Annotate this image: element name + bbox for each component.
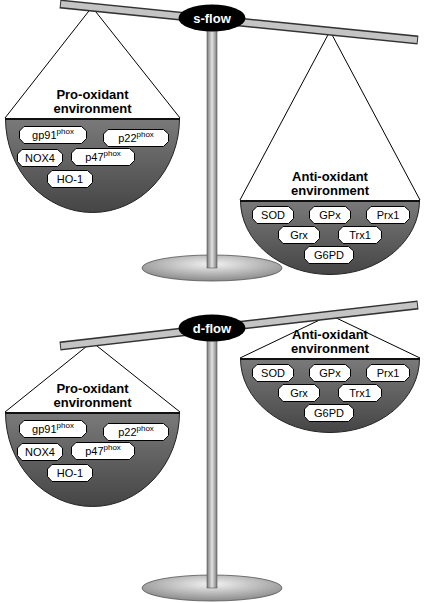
superscript-text: phox	[104, 443, 121, 452]
gene-name: gp91	[32, 423, 56, 435]
gene-name: GPx	[319, 367, 340, 379]
superscript-text: phox	[137, 130, 154, 139]
scale-beam	[60, 4, 418, 40]
flow-label: s-flow	[178, 4, 246, 32]
gene-tag: Prx1	[366, 206, 410, 224]
gene-name: G6PD	[314, 249, 344, 261]
gene-name: p47	[85, 445, 103, 457]
superscript-text: phox	[57, 127, 74, 136]
gene-tag: Trx1	[338, 384, 382, 402]
gene-tag: NOX4	[17, 443, 63, 461]
superscript-text: phox	[137, 424, 154, 433]
gene-tag: Trx1	[338, 226, 382, 244]
gene-name: Prx1	[377, 367, 400, 379]
flow-label: d-flow	[178, 314, 246, 342]
gene-tag: HO-1	[47, 170, 93, 188]
scale-pan: Anti-oxidant environmentSOD GPx Prx1Grx Trx…	[240, 168, 420, 275]
gene-tag: G6PD	[304, 404, 354, 422]
flow-pivot: s-flow	[178, 4, 246, 32]
superscript-text: phox	[57, 421, 74, 430]
gene-name: G6PD	[314, 407, 344, 419]
gene-name: p22	[118, 426, 136, 438]
gene-tag: p22phox	[103, 129, 169, 147]
gene-tag: p47phox	[71, 442, 135, 460]
gene-tag: NOX4	[17, 149, 63, 167]
gene-tag: GPx	[309, 206, 351, 224]
gene-tag: p22phox	[103, 423, 169, 441]
gene-name: p22	[118, 132, 136, 144]
scale-pan: Pro-oxidant environmentgp91phoxp22phoxNO…	[5, 86, 180, 213]
pan-heading: Pro-oxidant environment	[37, 88, 149, 116]
gene-name: Grx	[290, 229, 308, 241]
gene-name: Trx1	[349, 229, 371, 241]
gene-tag: Grx	[278, 226, 320, 244]
gene-tag: gp91phox	[19, 420, 87, 438]
gene-name: GPx	[319, 209, 340, 221]
pan-heading: Pro-oxidant environment	[37, 382, 149, 410]
pan-heading: Anti-oxidant environment	[274, 328, 386, 356]
gene-name: SOD	[261, 367, 285, 379]
gene-name: HO-1	[57, 467, 83, 479]
gene-name: Trx1	[349, 387, 371, 399]
gene-tag: SOD	[252, 364, 294, 382]
scale-pan: Pro-oxidant environmentgp91phoxp22phoxNO…	[5, 380, 180, 507]
gene-name: Prx1	[377, 209, 400, 221]
gene-name: HO-1	[57, 173, 83, 185]
scale-pole	[207, 19, 217, 268]
gene-name: gp91	[32, 129, 56, 141]
gene-name: Grx	[290, 387, 308, 399]
scale-pole	[207, 328, 217, 588]
scale-pan: Anti-oxidant environmentSOD GPx Prx1Grx Trx…	[240, 326, 420, 433]
gene-name: NOX4	[25, 152, 55, 164]
gene-tag: Grx	[278, 384, 320, 402]
gene-tag: GPx	[309, 364, 351, 382]
gene-name: p47	[85, 151, 103, 163]
gene-tag: p47phox	[71, 148, 135, 166]
gene-name: NOX4	[25, 446, 55, 458]
superscript-text: phox	[104, 149, 121, 158]
gene-tag: HO-1	[47, 464, 93, 482]
gene-tag: G6PD	[304, 246, 354, 264]
scale-beam	[61, 4, 417, 40]
gene-name: SOD	[261, 209, 285, 221]
flow-pivot: d-flow	[178, 314, 246, 342]
gene-tag: Prx1	[366, 364, 410, 382]
gene-tag: SOD	[252, 206, 294, 224]
pan-heading: Anti-oxidant environment	[274, 170, 386, 198]
gene-tag: gp91phox	[19, 126, 87, 144]
